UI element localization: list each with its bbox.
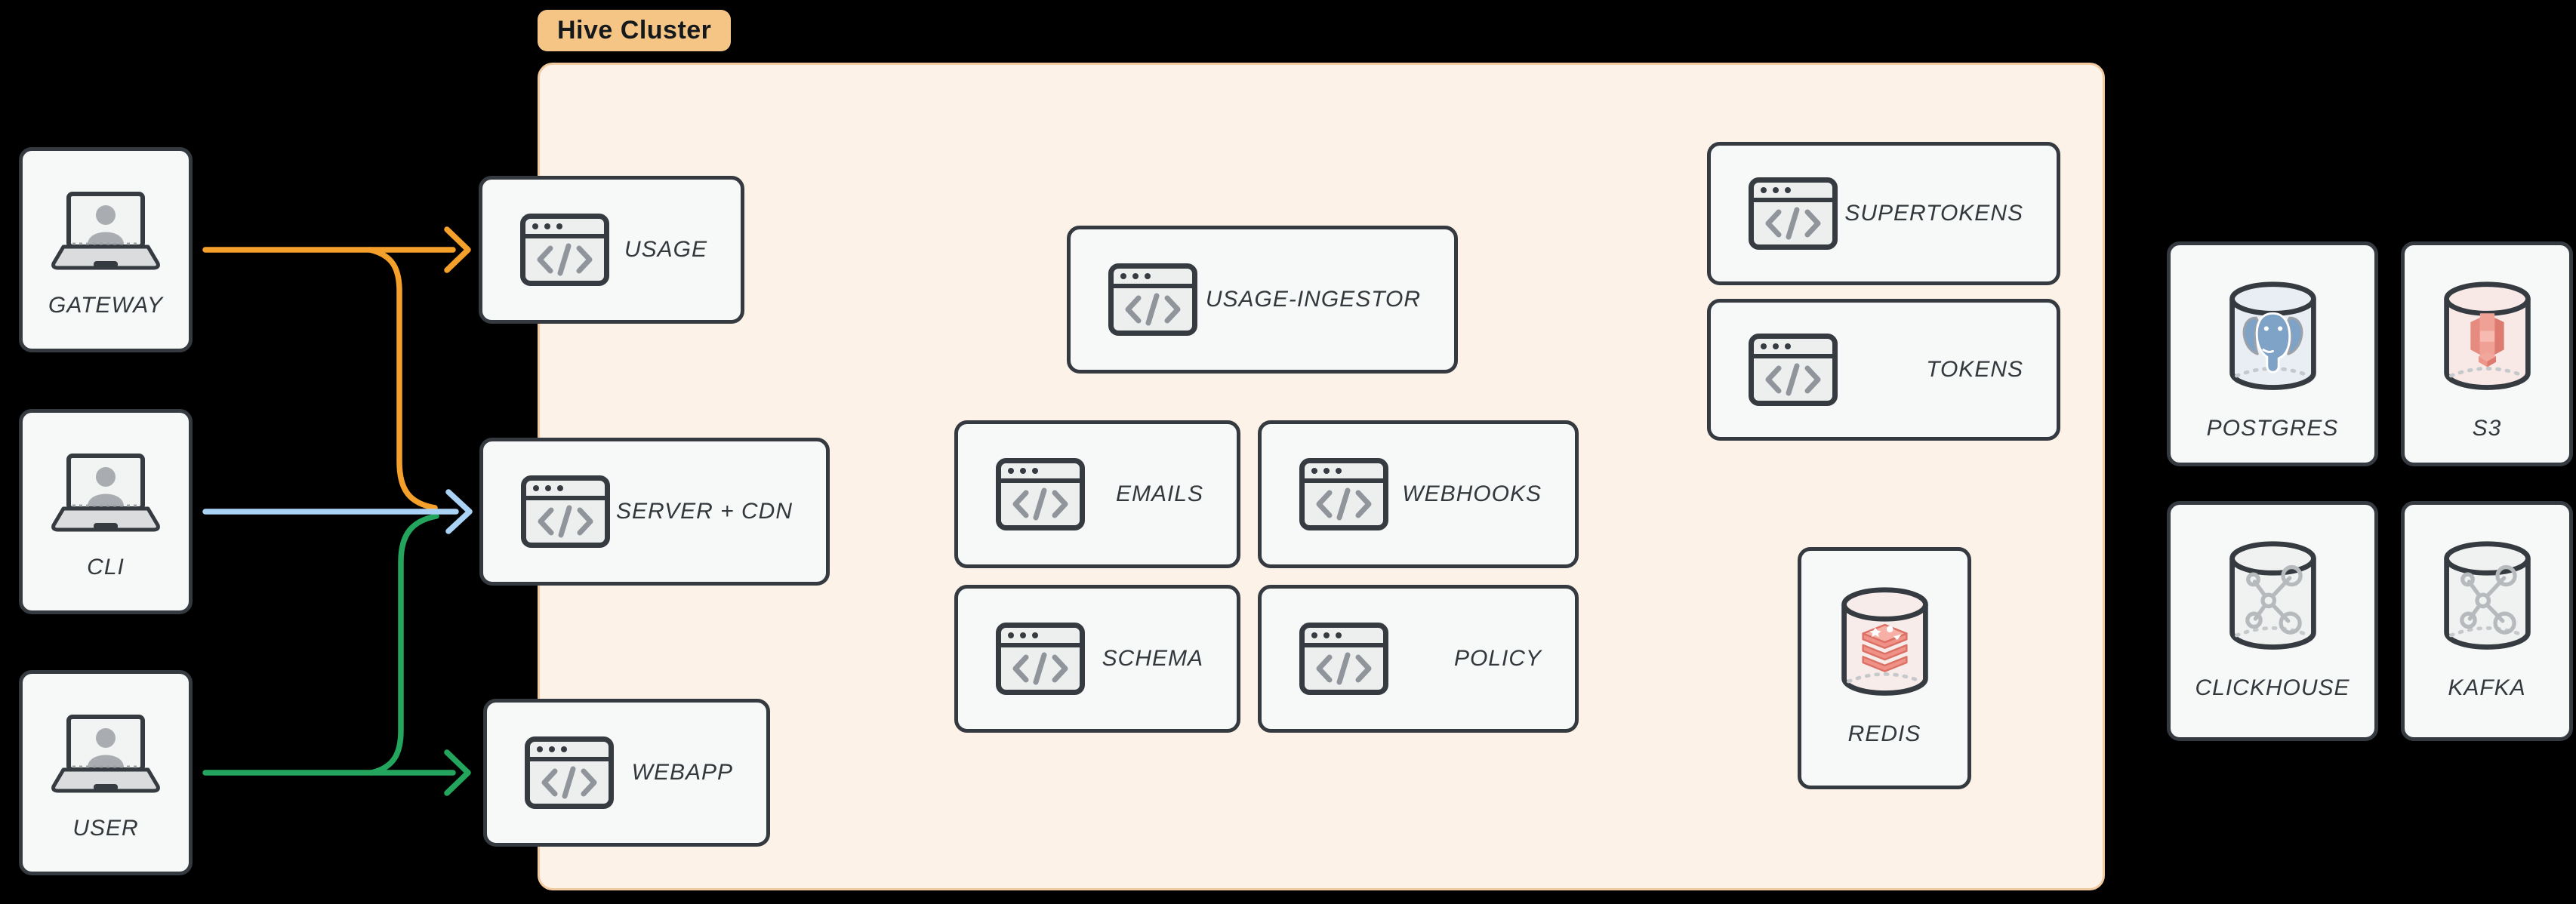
clickhouse-db-icon	[2222, 540, 2324, 656]
code-window-icon	[1299, 623, 1388, 695]
service-schema: SCHEMA	[954, 585, 1240, 733]
service-usage: USAGE	[479, 176, 744, 324]
service-label: SCHEMA	[1102, 646, 1203, 671]
database-postgres: POSTGRES	[2167, 241, 2378, 466]
service-policy: POLICY	[1258, 585, 1579, 733]
hive-cluster-badge: Hive Cluster	[538, 10, 732, 51]
service-label: SUPERTOKENS	[1844, 201, 2023, 226]
actor-label: CLI	[87, 555, 125, 580]
service-emails: EMAILS	[954, 420, 1240, 568]
postgres-db-icon	[2222, 280, 2324, 396]
service-label: POLICY	[1453, 646, 1542, 671]
database-label: S3	[2472, 416, 2502, 441]
service-supertokens: SUPERTOKENS	[1707, 142, 2060, 285]
service-label: USAGE	[624, 237, 707, 262]
service-label: USAGE-INGESTOR	[1205, 287, 1421, 312]
database-label: KAFKA	[2448, 675, 2526, 700]
service-label: SERVER + CDN	[615, 499, 793, 524]
service-label: WEBHOOKS	[1402, 481, 1542, 506]
service-label: TOKENS	[1926, 357, 2023, 382]
service-webapp: WEBAPP	[483, 699, 770, 847]
service-webhooks: WEBHOOKS	[1258, 420, 1579, 568]
code-window-icon	[1299, 458, 1388, 530]
code-window-icon	[525, 736, 614, 809]
edge-gateway-servercdn	[367, 247, 438, 511]
laptop-user-icon	[45, 452, 166, 537]
service-redis: REDIS	[1798, 547, 1971, 789]
database-kafka: KAFKA	[2401, 501, 2573, 741]
actor-user: USER	[19, 670, 193, 875]
edge-gateway-usage-arrowhead	[444, 226, 471, 273]
code-window-icon	[520, 214, 609, 286]
edge-cli-servercdn-arrowhead	[445, 489, 473, 534]
actor-label: USER	[72, 816, 139, 841]
code-window-icon	[996, 623, 1085, 695]
actor-label: GATEWAY	[48, 293, 164, 318]
service-usage-ingestor: USAGE-INGESTOR	[1067, 226, 1458, 374]
laptop-user-icon	[45, 713, 166, 798]
code-window-icon	[1749, 334, 1838, 406]
service-label: WEBAPP	[631, 760, 733, 785]
s3-db-icon	[2436, 280, 2538, 396]
database-label: POSTGRES	[2206, 416, 2339, 441]
code-window-icon	[1749, 177, 1838, 250]
code-window-icon	[996, 458, 1085, 530]
code-window-icon	[521, 475, 610, 548]
service-label: EMAILS	[1115, 481, 1203, 506]
database-label: CLICKHOUSE	[2195, 675, 2350, 700]
service-label: REDIS	[1847, 721, 1921, 746]
code-window-icon	[1108, 263, 1197, 336]
service-tokens: TOKENS	[1707, 299, 2060, 441]
actor-gateway: GATEWAY	[19, 147, 193, 352]
edge-user-webapp-arrowhead	[444, 749, 471, 796]
database-clickhouse: CLICKHOUSE	[2167, 501, 2378, 741]
service-server-cdn: SERVER + CDN	[479, 438, 830, 586]
kafka-db-icon	[2436, 540, 2538, 656]
database-s3: S3	[2401, 241, 2573, 466]
laptop-user-icon	[45, 190, 166, 275]
redis-db-icon	[1834, 586, 1936, 702]
edge-user-servercdn	[368, 513, 439, 776]
actor-cli: CLI	[19, 409, 193, 614]
